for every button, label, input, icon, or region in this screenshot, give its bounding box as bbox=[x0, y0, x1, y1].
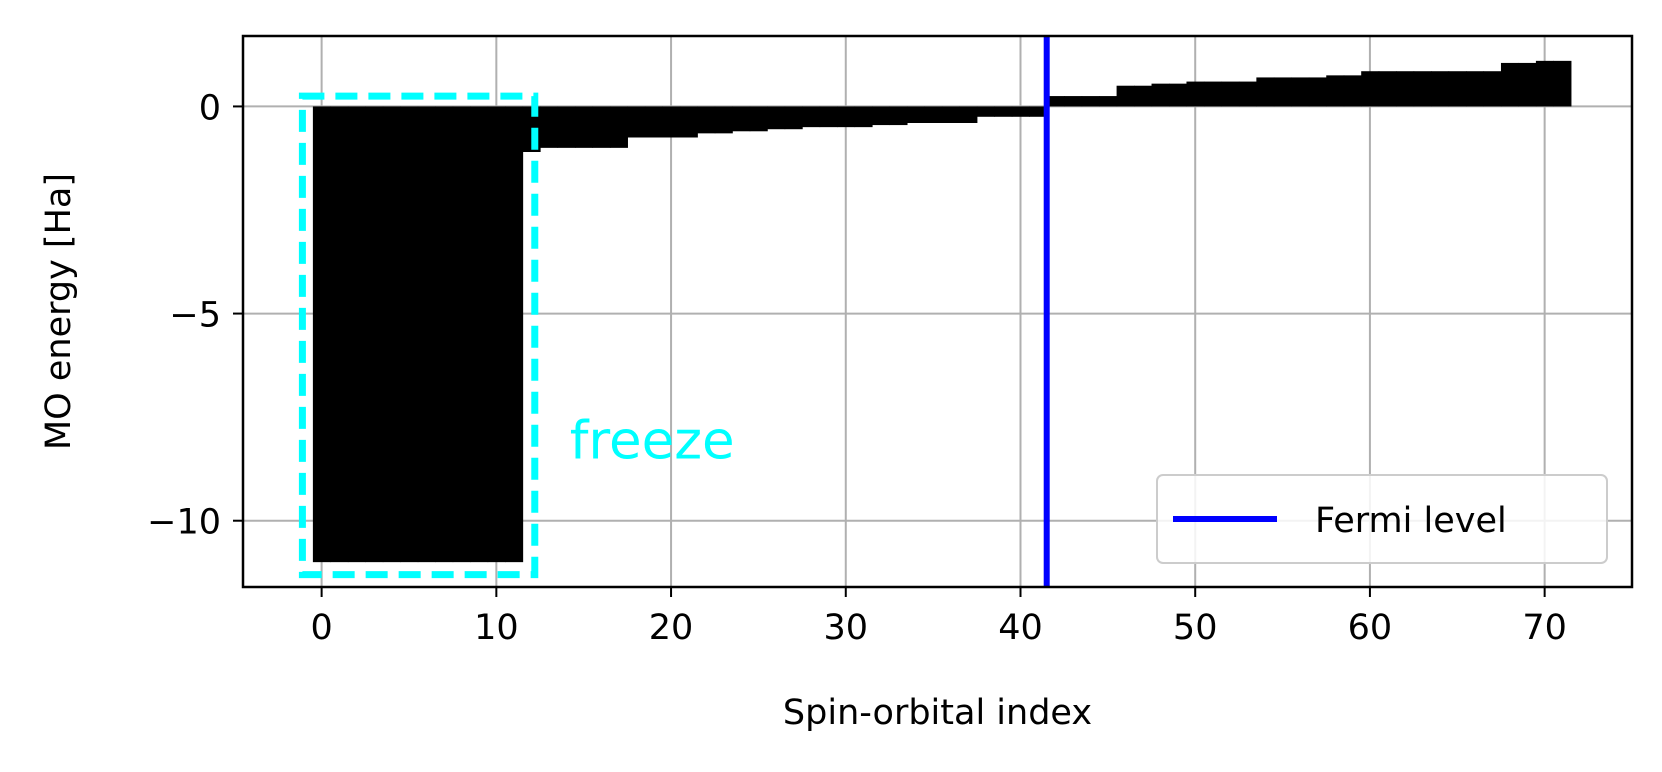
bar bbox=[1029, 106, 1048, 117]
bar bbox=[1483, 71, 1502, 107]
bar bbox=[854, 106, 873, 128]
bar bbox=[1099, 96, 1118, 107]
bar bbox=[837, 106, 856, 128]
y-tick-label: 0 bbox=[199, 88, 221, 128]
bar bbox=[435, 106, 454, 563]
bar bbox=[452, 106, 471, 563]
x-axis-label: Spin-orbital index bbox=[783, 693, 1092, 733]
bar bbox=[382, 106, 401, 563]
bar bbox=[487, 106, 506, 563]
bar bbox=[1291, 77, 1310, 107]
bar bbox=[1378, 71, 1397, 107]
bar bbox=[784, 106, 803, 130]
bar bbox=[1064, 96, 1083, 107]
bar bbox=[767, 106, 786, 130]
bar bbox=[994, 106, 1013, 117]
bar bbox=[889, 106, 908, 126]
y-tick-label: −5 bbox=[169, 296, 221, 336]
bar bbox=[592, 106, 611, 148]
freeze-region-group: freeze bbox=[298, 92, 735, 579]
bar bbox=[924, 106, 943, 123]
bar bbox=[505, 106, 524, 563]
y-ticks: 0 −5 −10 bbox=[147, 88, 243, 543]
bar bbox=[1238, 81, 1257, 107]
bar bbox=[679, 106, 698, 138]
x-tick-label: 40 bbox=[998, 608, 1043, 648]
legend-label-fermi: Fermi level bbox=[1315, 501, 1507, 541]
bar bbox=[1134, 85, 1153, 107]
bar bbox=[871, 106, 891, 126]
bar bbox=[557, 106, 576, 148]
bar bbox=[1203, 81, 1223, 107]
bar bbox=[1448, 71, 1467, 107]
bar bbox=[1081, 96, 1100, 107]
x-tick-label: 50 bbox=[1173, 608, 1218, 648]
bar bbox=[1361, 71, 1380, 107]
bar bbox=[662, 106, 681, 138]
bar bbox=[330, 106, 349, 563]
bar bbox=[802, 106, 821, 128]
bar bbox=[1011, 106, 1030, 117]
bar bbox=[312, 106, 331, 563]
bar bbox=[609, 106, 628, 148]
bar bbox=[627, 106, 646, 138]
bar bbox=[976, 106, 995, 117]
bar bbox=[1186, 81, 1205, 107]
bar bbox=[1413, 71, 1432, 107]
bar bbox=[644, 106, 663, 138]
y-axis-label: MO energy [Ha] bbox=[39, 173, 79, 450]
bar bbox=[417, 106, 436, 563]
bar bbox=[1326, 75, 1345, 107]
bar bbox=[1169, 83, 1188, 107]
bar bbox=[1308, 77, 1327, 107]
bar bbox=[1151, 83, 1170, 107]
bar bbox=[470, 106, 489, 563]
bar bbox=[347, 106, 366, 563]
x-tick-label: 10 bbox=[474, 608, 519, 648]
y-tick-label: −10 bbox=[147, 503, 221, 543]
x-tick-label: 20 bbox=[649, 608, 694, 648]
x-tick-label: 70 bbox=[1522, 608, 1567, 648]
bar bbox=[400, 106, 419, 563]
x-tick-label: 30 bbox=[824, 608, 869, 648]
bar bbox=[941, 106, 960, 123]
bar bbox=[1396, 71, 1415, 107]
bar bbox=[365, 106, 384, 563]
bar bbox=[540, 106, 559, 148]
bar-series bbox=[312, 60, 1572, 563]
bar bbox=[574, 106, 594, 148]
bar bbox=[1500, 62, 1520, 107]
bar bbox=[1256, 77, 1275, 107]
x-ticks: 0 10 20 30 40 50 60 70 bbox=[310, 587, 1567, 648]
bar bbox=[1535, 60, 1554, 107]
plot-frame bbox=[241, 34, 1634, 589]
bar bbox=[959, 106, 978, 123]
bar bbox=[1273, 77, 1292, 107]
bar bbox=[1553, 60, 1572, 107]
bar bbox=[1431, 71, 1450, 107]
x-tick-label: 60 bbox=[1348, 608, 1393, 648]
bar bbox=[819, 106, 838, 128]
freeze-region-box bbox=[298, 92, 539, 579]
x-tick-label: 0 bbox=[310, 608, 332, 648]
legend: Fermi level bbox=[1156, 474, 1608, 564]
freeze-label: freeze bbox=[570, 411, 735, 472]
bar bbox=[1046, 96, 1065, 107]
bar bbox=[1466, 71, 1485, 107]
legend-box bbox=[1156, 474, 1608, 564]
bar bbox=[749, 106, 768, 132]
bar bbox=[1221, 81, 1240, 107]
bar bbox=[1343, 75, 1362, 107]
bar bbox=[732, 106, 751, 132]
bar bbox=[697, 106, 716, 134]
bar bbox=[1116, 85, 1135, 107]
bar bbox=[1518, 62, 1537, 107]
bar bbox=[714, 106, 733, 134]
bar bbox=[906, 106, 925, 123]
